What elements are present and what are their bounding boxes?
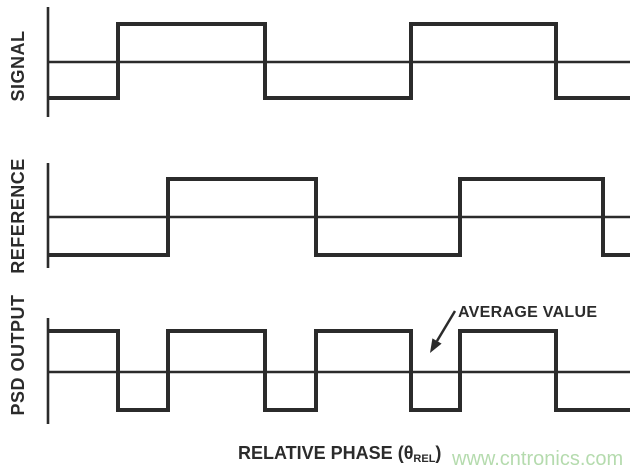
reference-waveform [48, 177, 630, 257]
average-value-arrow-shaft [435, 310, 457, 342]
relative-phase-label: RELATIVE PHASE (θREL) [238, 443, 441, 465]
signal-axis-label: SIGNAL [8, 30, 28, 101]
watermark: www.cntronics.com [451, 448, 623, 470]
psd-output-waveform [48, 329, 630, 412]
reference-axis-label: REFERENCE [8, 158, 28, 274]
signal-waveform [48, 22, 630, 100]
average-value-label: AVERAGE VALUE [458, 304, 597, 321]
psd-output-axis-label: PSD OUTPUT [8, 294, 28, 415]
average-value-arrowhead-icon [430, 338, 442, 353]
waveform-traces [46, 7, 630, 424]
average-value-annotation: AVERAGE VALUE [430, 304, 597, 353]
